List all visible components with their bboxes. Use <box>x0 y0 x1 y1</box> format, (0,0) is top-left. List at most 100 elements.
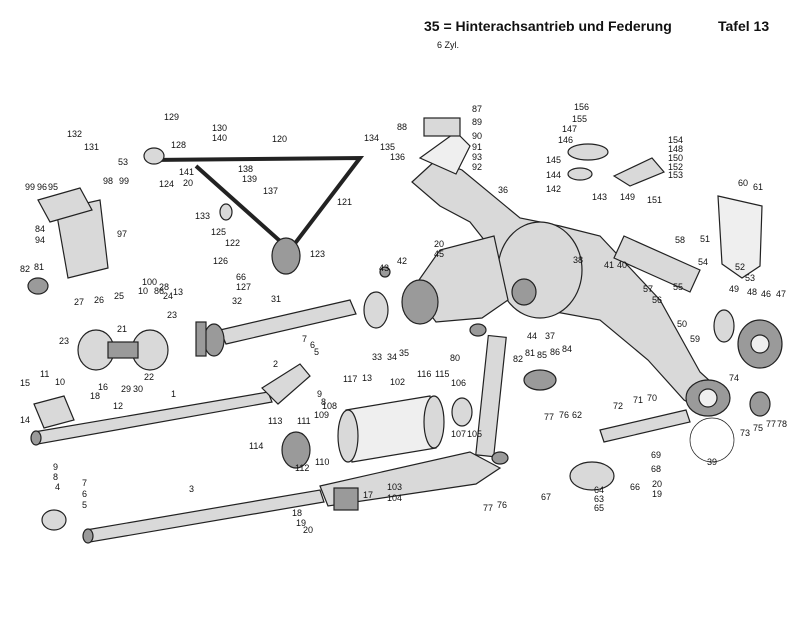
part-callout-143: 143 <box>592 192 607 202</box>
part-callout-29: 29 <box>121 384 131 394</box>
part-callout-51: 51 <box>700 234 710 244</box>
part-callout-74: 74 <box>729 373 739 383</box>
part-callout-7: 7 <box>302 334 307 344</box>
flange-set <box>33 329 169 429</box>
part-callout-81: 81 <box>34 262 44 272</box>
part-callout-18: 18 <box>292 508 302 518</box>
hub-assembly <box>613 235 783 369</box>
part-callout-50: 50 <box>677 319 687 329</box>
part-callout-105: 105 <box>467 429 482 439</box>
part-callout-135: 135 <box>380 142 395 152</box>
part-callout-130: 130 <box>212 123 227 133</box>
part-callout-58: 58 <box>675 235 685 245</box>
part-callout-120: 120 <box>272 134 287 144</box>
part-callout-110: 110 <box>315 457 329 467</box>
part-callout-10: 10 <box>138 286 148 296</box>
part-callout-92: 92 <box>472 162 482 172</box>
part-callout-8: 8 <box>321 397 326 407</box>
part-callout-45: 45 <box>434 249 444 259</box>
part-callout-139: 139 <box>242 174 257 184</box>
page-title: 35 = Hinterachsantrieb und Federung <box>424 18 672 34</box>
part-callout-30: 30 <box>133 384 143 394</box>
part-callout-19: 19 <box>296 518 306 528</box>
page-subtitle: 6 Zyl. <box>437 40 460 50</box>
part-callout-47: 47 <box>776 289 786 299</box>
part-callout-123: 123 <box>310 249 325 259</box>
part-callout-99: 99 <box>25 182 35 192</box>
part-callout-41: 41 <box>604 260 614 270</box>
part-callout-82: 82 <box>20 264 30 274</box>
part-callout-54: 54 <box>698 257 708 267</box>
part-callout-126: 126 <box>213 256 228 266</box>
part-callout-91: 91 <box>472 142 482 152</box>
part-callout-33: 33 <box>372 352 382 362</box>
part-callout-66: 66 <box>236 272 246 282</box>
part-callout-39: 39 <box>707 457 717 467</box>
part-callout-71: 71 <box>633 395 643 405</box>
part-callout-149: 149 <box>620 192 635 202</box>
part-callout-21: 21 <box>117 324 127 334</box>
part-callout-25: 25 <box>114 291 124 301</box>
part-callout-94: 94 <box>35 235 45 245</box>
part-callout-2: 2 <box>273 359 278 369</box>
part-callout-156: 156 <box>574 102 589 112</box>
axle-housing <box>411 131 731 417</box>
part-callout-77: 77 <box>766 419 776 429</box>
part-callout-145: 145 <box>546 155 561 165</box>
part-callout-87: 87 <box>472 104 482 114</box>
part-callout-100: 100 <box>142 277 157 287</box>
part-callout-7: 7 <box>82 478 87 488</box>
part-callout-114: 114 <box>249 441 263 451</box>
part-callout-13: 13 <box>362 373 372 383</box>
part-callout-67: 67 <box>541 492 551 502</box>
part-callout-6: 6 <box>82 489 87 499</box>
part-callout-142: 142 <box>546 184 561 194</box>
part-callout-5: 5 <box>314 347 319 357</box>
part-callout-68: 68 <box>651 464 661 474</box>
part-callout-153: 153 <box>668 170 683 180</box>
part-callout-15: 15 <box>20 378 30 388</box>
part-callout-43: 43 <box>379 263 389 273</box>
part-callout-62: 62 <box>572 410 582 420</box>
part-callout-80: 80 <box>450 353 460 363</box>
part-callout-66: 66 <box>630 482 640 492</box>
part-callout-151: 151 <box>647 195 662 205</box>
part-callout-116: 116 <box>417 369 431 379</box>
part-callout-132: 132 <box>67 129 82 139</box>
part-callout-107: 107 <box>451 429 466 439</box>
part-callout-26: 26 <box>94 295 104 305</box>
part-callout-69: 69 <box>651 450 661 460</box>
part-callout-127: 127 <box>236 282 251 292</box>
part-callout-89: 89 <box>472 117 482 127</box>
part-callout-57: 57 <box>643 284 653 294</box>
part-callout-81: 81 <box>525 348 535 358</box>
spring-bracket <box>27 187 109 295</box>
part-callout-53: 53 <box>118 157 128 167</box>
part-callout-106: 106 <box>451 378 466 388</box>
part-callout-85: 85 <box>537 350 547 360</box>
part-callout-13: 13 <box>173 287 183 297</box>
stub-axle <box>569 391 771 491</box>
small-parts <box>41 117 665 531</box>
part-callout-86: 86 <box>550 347 560 357</box>
part-callout-128: 128 <box>171 140 186 150</box>
part-callout-40: 40 <box>617 260 627 270</box>
part-callout-20: 20 <box>652 479 662 489</box>
propeller-shaft <box>195 299 357 357</box>
part-callout-154: 154 <box>668 135 683 145</box>
part-callout-4: 4 <box>55 482 60 492</box>
part-callout-141: 141 <box>179 167 194 177</box>
part-callout-36: 36 <box>498 185 508 195</box>
part-callout-77: 77 <box>544 412 554 422</box>
part-callout-109: 109 <box>314 410 329 420</box>
part-callout-8: 8 <box>53 472 58 482</box>
part-callout-78: 78 <box>777 419 787 429</box>
part-callout-147: 147 <box>562 124 577 134</box>
part-callout-65: 65 <box>594 503 604 513</box>
part-callout-115: 115 <box>435 369 449 379</box>
part-callout-6: 6 <box>310 340 315 350</box>
mounting-plate <box>717 195 763 279</box>
part-callout-103: 103 <box>387 482 402 492</box>
shock-absorber <box>469 323 509 465</box>
